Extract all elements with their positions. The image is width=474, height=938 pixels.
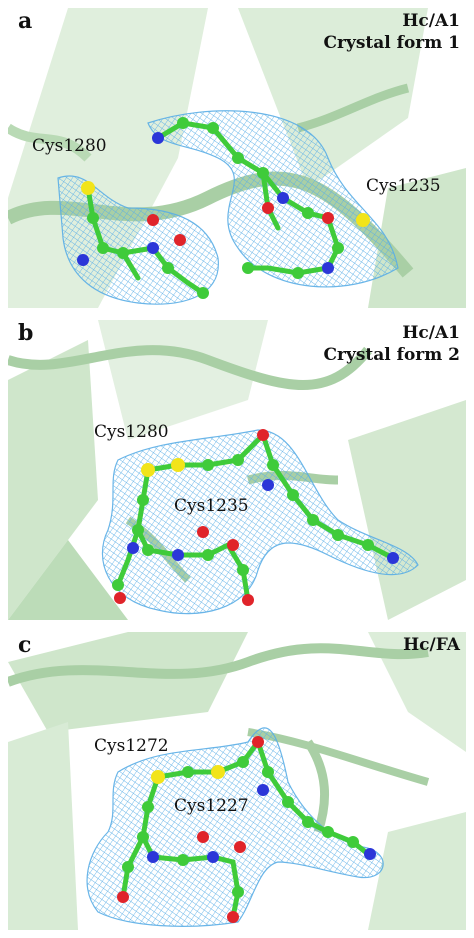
panel-title-line: Hc/A1 (402, 323, 460, 343)
panel-title-line: Hc/FA (403, 635, 460, 655)
residue-label: Cys1235 (366, 176, 441, 196)
residue-label: Cys1235 (174, 496, 249, 516)
panel-c: c Hc/FA Cys1272 Cys1227 (8, 632, 466, 930)
panel-b: b Hc/A1 Crystal form 2 Cys1280 Cys1235 (8, 320, 466, 620)
panel-title: Hc/A1 Crystal form 2 (323, 322, 460, 366)
panel-title-line: Crystal form 1 (323, 33, 460, 53)
panel-title: Hc/A1 Crystal form 1 (323, 10, 460, 54)
residue-label: Cys1227 (174, 796, 249, 816)
residue-label: Cys1280 (94, 422, 169, 442)
panel-title-line: Hc/A1 (402, 11, 460, 31)
structure-image-a (8, 8, 466, 308)
residue-label: Cys1280 (32, 136, 107, 156)
panel-letter: b (18, 320, 34, 346)
panel-letter: a (18, 8, 33, 34)
panel-a: a Hc/A1 Crystal form 1 Cys1280 Cys1235 (8, 8, 466, 308)
panel-title-line: Crystal form 2 (323, 345, 460, 365)
structure-image-c (8, 632, 466, 930)
structure-image-b (8, 320, 466, 620)
panel-letter: c (18, 632, 32, 658)
residue-label: Cys1272 (94, 736, 169, 756)
panel-title: Hc/FA (403, 634, 460, 656)
